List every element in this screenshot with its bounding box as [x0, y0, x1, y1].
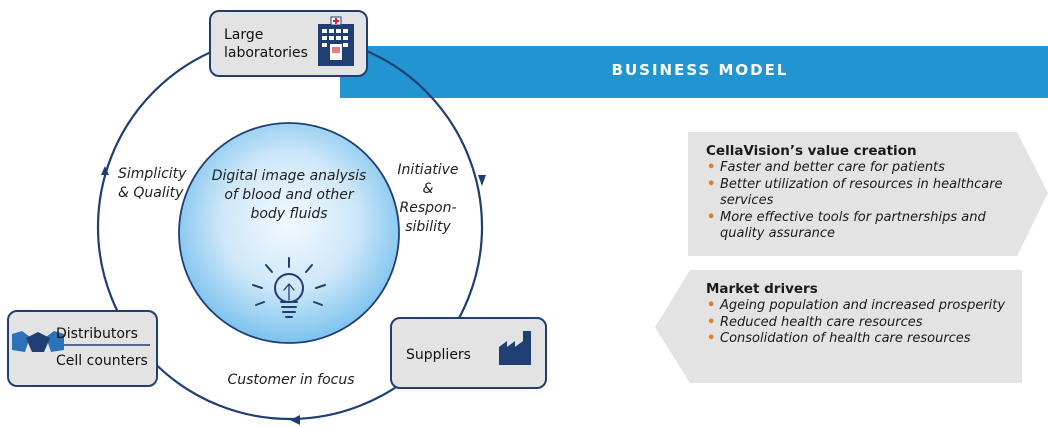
large-laboratories-line2: laboratories [224, 45, 308, 61]
arc-label-right: Initiative & Respon- sibility [388, 161, 468, 237]
large-laboratories-line1: Large [224, 27, 264, 43]
value-creation-panel: CellaVision’s value creation Faster and … [706, 143, 1006, 243]
cycle-arrow-bottom [290, 415, 300, 425]
banner-title: BUSINESS MODEL [611, 61, 789, 79]
ampersand-text: & [422, 181, 434, 197]
large-laboratories-label: Large laboratories [224, 26, 308, 62]
value-creation-title: CellaVision’s value creation [706, 143, 917, 159]
market-drivers-panel: Market drivers Ageing population and inc… [706, 281, 1006, 348]
initiative-text: Initiative [397, 162, 459, 178]
quality-text: & Quality [118, 185, 184, 201]
center-text: Digital image analysis of blood and othe… [199, 167, 379, 224]
list-item: Faster and better care for patients [706, 160, 1006, 177]
handshake-icon [12, 331, 64, 352]
center-circle [178, 122, 400, 344]
hospital-icon [318, 16, 354, 66]
node-distributors [7, 310, 158, 387]
node-suppliers [390, 317, 547, 389]
lightbulb-icon [252, 257, 326, 318]
cycle-arrow-right [478, 175, 486, 186]
cell-counters-label: Cell counters [56, 353, 148, 369]
arc-label-left: Simplicity & Quality [118, 165, 186, 203]
list-item: Reduced health care resources [706, 315, 1006, 332]
suppliers-label: Suppliers [406, 347, 471, 363]
center-line2: of blood and other [224, 187, 354, 203]
arc-label-bottom: Customer in focus [227, 372, 355, 388]
cycle-arrow-left [101, 166, 109, 175]
respon-text: Respon- [399, 200, 457, 216]
list-item: Consolidation of health care resources [706, 331, 1006, 348]
market-drivers-list: Ageing population and increased prosperi… [706, 298, 1006, 348]
simplicity-text: Simplicity [118, 166, 187, 182]
business-model-banner [340, 46, 1048, 98]
distributors-label: Distributors [56, 326, 138, 342]
value-creation-list: Faster and better care for patients Bett… [706, 160, 1006, 243]
sibility-text: sibility [405, 219, 451, 235]
list-item: Better utilization of resources in healt… [706, 177, 1006, 210]
list-item: More effective tools for partnerships an… [706, 210, 1006, 243]
market-drivers-title: Market drivers [706, 281, 818, 297]
center-line3: body fluids [250, 206, 328, 222]
center-line1: Digital image analysis [211, 168, 367, 184]
list-item: Ageing population and increased prosperi… [706, 298, 1006, 315]
factory-icon [499, 331, 531, 365]
